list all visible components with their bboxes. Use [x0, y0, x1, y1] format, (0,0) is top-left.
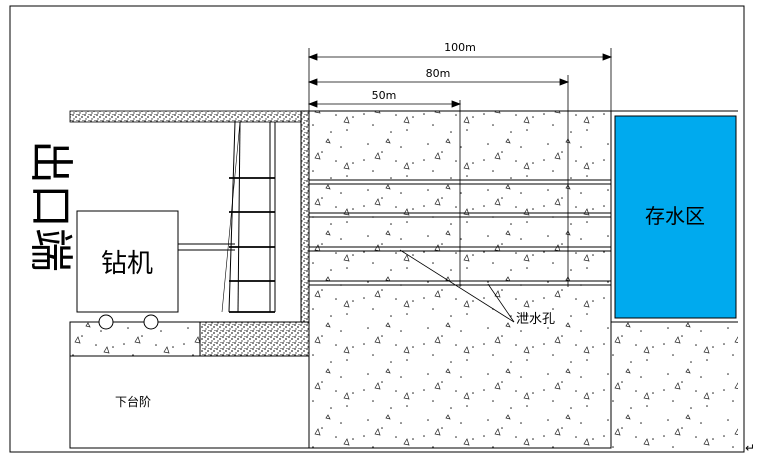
- dimension-50m: 50m: [372, 89, 397, 102]
- water-storage-label: 存水区: [645, 204, 705, 228]
- drain-hole-label: 泄水孔: [516, 312, 555, 327]
- water-storage-zone: [614, 115, 737, 319]
- rock-mass-right: [611, 322, 738, 448]
- dimension-lines: [307, 48, 613, 111]
- drainage-holes: [309, 179, 611, 286]
- return-mark: ↵: [745, 441, 755, 455]
- ground-surface-band: [69, 110, 307, 123]
- drill-rig-body: [76, 210, 179, 313]
- lower-bench-label: 下台阶: [115, 394, 151, 409]
- drill-wheel-rear: [143, 314, 159, 330]
- lower-bench-block: [69, 355, 310, 449]
- drain-hole-leaders: [399, 249, 515, 323]
- drawing-frame: [9, 5, 745, 453]
- upper-bench-slab: [69, 321, 201, 357]
- drill-rig-label: 钻机: [101, 249, 153, 279]
- drill-mast: [221, 121, 276, 313]
- dimension-100m: 100m: [444, 41, 476, 54]
- drill-wheel-front: [98, 314, 114, 330]
- dimension-80m: 80m: [426, 67, 451, 80]
- exit-label: 出口端: [25, 140, 76, 272]
- tunnel-face-wall: [300, 110, 310, 323]
- gravel-fill: [199, 321, 310, 357]
